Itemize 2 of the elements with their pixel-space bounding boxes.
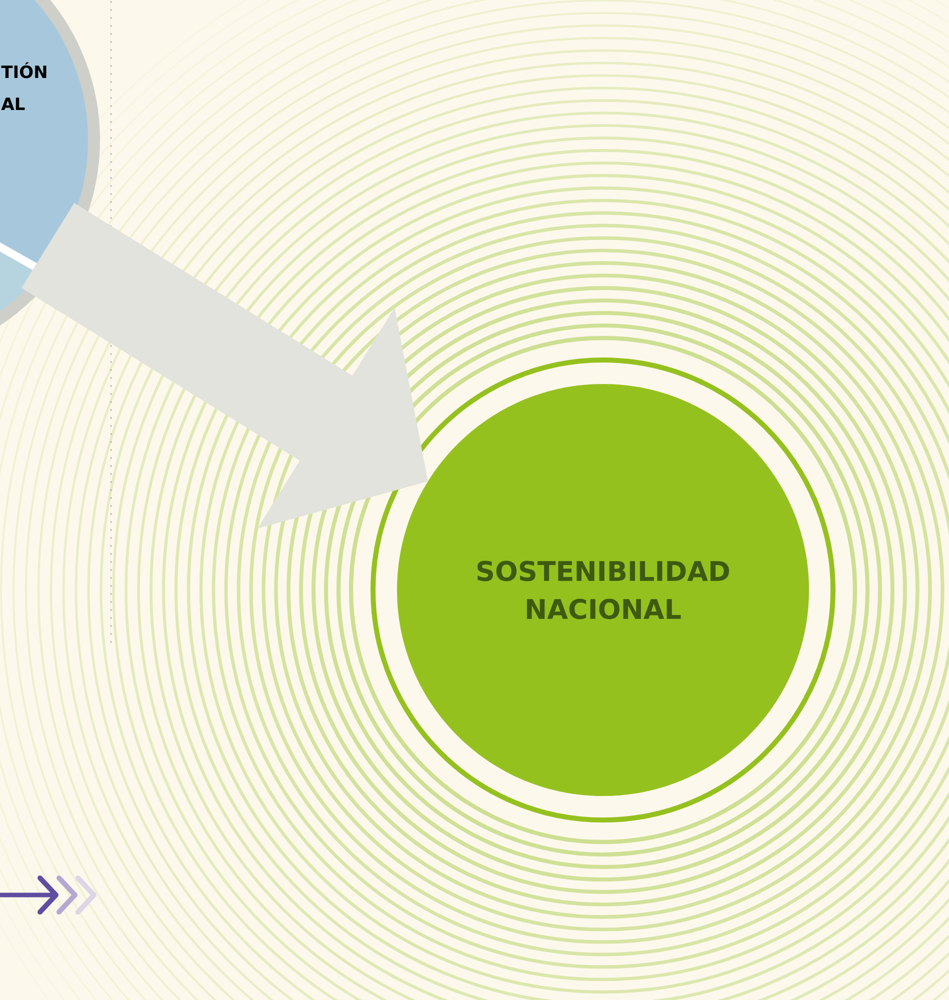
arrow	[22, 203, 428, 529]
node-label: TIÓN AL	[1, 62, 46, 110]
